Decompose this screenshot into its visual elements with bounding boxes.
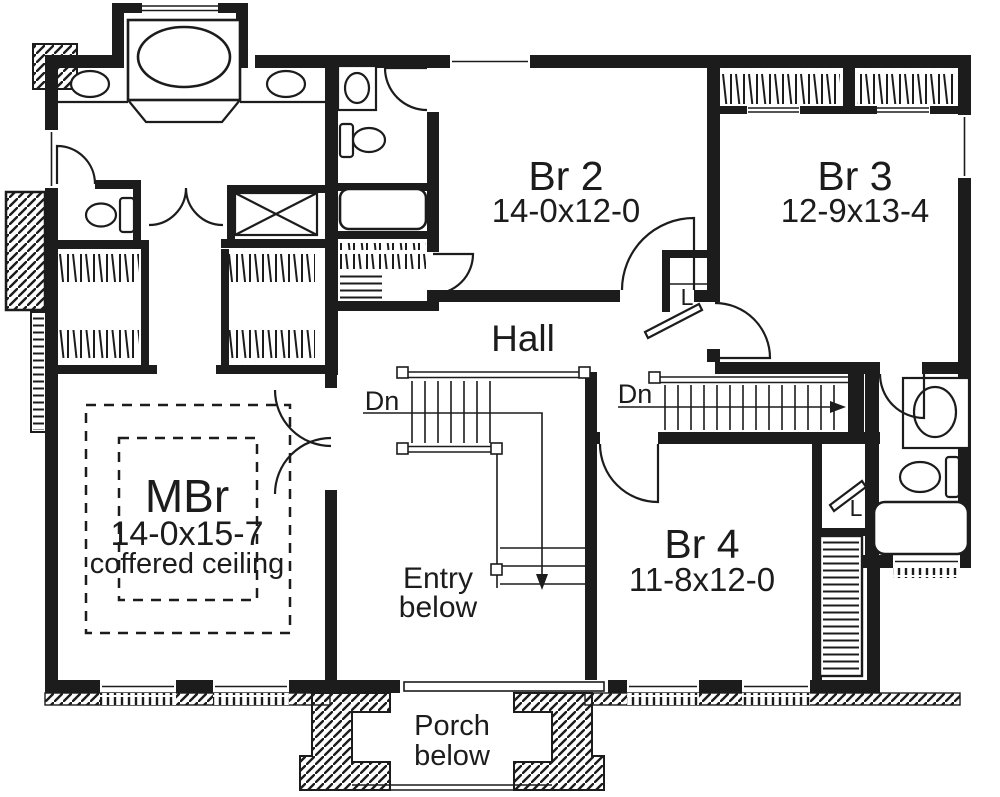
- sink-icon: [912, 385, 958, 439]
- porch-column-right: [513, 692, 605, 791]
- fixtures: [58, 18, 971, 556]
- linen2-door: [828, 479, 868, 513]
- hall-label: Hall: [491, 318, 555, 359]
- porch-column-left: [299, 692, 391, 791]
- corner-pier: [32, 43, 78, 90]
- shower: [233, 191, 319, 237]
- toilet-icon: [84, 196, 136, 234]
- dn-label-main: Dn: [365, 386, 400, 416]
- chimney: [4, 190, 47, 312]
- entry-label-2: below: [399, 591, 478, 624]
- toilet-icon: [338, 122, 387, 159]
- tub: [338, 187, 428, 231]
- mbr-dims: 14-0x15-7: [110, 515, 263, 553]
- toilet-icon: [898, 455, 961, 499]
- sink-icon: [265, 69, 307, 99]
- br4-door: [598, 443, 660, 504]
- labels: Hall Br 2 14-0x12-0 Br 3 12-9x13-4 Br 4 …: [90, 153, 930, 772]
- garden-tub: [126, 18, 242, 124]
- mbath-door: [55, 144, 97, 185]
- sink-icon: [69, 69, 111, 99]
- linen2-label: L: [850, 495, 863, 521]
- porch-label-2: below: [414, 740, 491, 772]
- doors: [55, 66, 926, 504]
- hatch-features: [4, 43, 961, 791]
- down-arrow: [830, 401, 846, 413]
- br4-label: Br 4: [664, 521, 739, 567]
- down-arrow: [536, 574, 548, 590]
- mbr-label: MBr: [145, 470, 229, 522]
- windows: [45, 3, 971, 693]
- bath2-door: [878, 373, 926, 420]
- closet-double-doors: [148, 187, 224, 227]
- br3-door: [714, 301, 772, 360]
- br2-closet-door: [432, 252, 475, 296]
- linen1-label: L: [681, 284, 694, 310]
- br4-dims: 11-8x12-0: [629, 561, 775, 598]
- coffered-ceiling-outline: [84, 403, 292, 635]
- hallbath-door: [383, 66, 428, 112]
- sink-icon: [343, 71, 371, 105]
- br2-label: Br 2: [528, 153, 603, 199]
- entry-label-1: Entry: [403, 562, 473, 595]
- br3-label: Br 3: [817, 153, 892, 199]
- linen1-door: [643, 302, 704, 340]
- main-stair: [363, 366, 591, 590]
- br3-dims: 12-9x13-4: [781, 192, 930, 229]
- porch-label-1: Porch: [414, 710, 490, 742]
- br2-dims: 14-0x12-0: [492, 192, 641, 229]
- br2-door: [620, 216, 696, 291]
- dn-label-right: Dn: [618, 379, 653, 409]
- mbr-double-doors: [273, 389, 332, 495]
- back-stair: [618, 371, 850, 430]
- tub: [872, 500, 970, 556]
- mbr-note: coffered ceiling: [90, 548, 285, 580]
